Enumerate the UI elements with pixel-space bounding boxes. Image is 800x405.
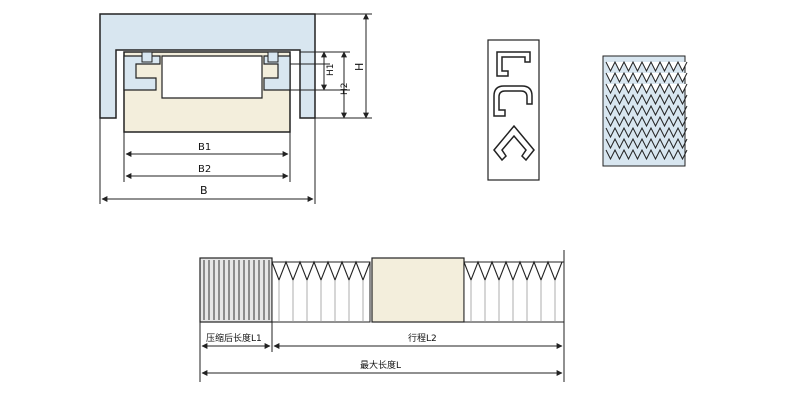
bellows-section-panel <box>602 55 688 167</box>
outer-cover <box>99 13 316 119</box>
zigzag-row <box>605 104 688 117</box>
label-h1: H1 <box>326 64 336 77</box>
label-stroke: 行程L2 <box>408 332 437 344</box>
round-profile-shape <box>493 85 533 117</box>
v-profile-shape <box>493 124 535 162</box>
left-bracket <box>123 55 161 91</box>
zigzag-row <box>605 115 688 128</box>
bellows-long-view: 压缩后长度L1 行程L2 最大长度L <box>199 250 565 382</box>
guide-slot <box>161 55 263 99</box>
pleats-right <box>463 260 563 322</box>
zigzag-row <box>605 93 688 106</box>
zigzag-row <box>605 82 688 95</box>
cross-section-view: H1 H2 H B1 B2 B <box>99 13 372 204</box>
label-b2: B2 <box>198 164 211 175</box>
zigzag-row <box>605 71 688 84</box>
bellows-zigzag-pattern <box>605 60 688 161</box>
label-b: B <box>200 184 208 197</box>
label-h2: H2 <box>340 83 350 96</box>
label-max-length: 最大长度L <box>360 359 401 371</box>
stroke-guide-plate <box>371 257 465 323</box>
zigzag-row <box>605 60 688 73</box>
right-clip <box>267 51 279 63</box>
u-profile-shape <box>496 51 531 77</box>
profile-shapes-panel <box>487 39 540 181</box>
pleats-left <box>271 260 371 322</box>
compressed-bellows <box>199 257 273 323</box>
compressed-pleat-lines <box>203 260 270 320</box>
zigzag-row <box>605 126 688 139</box>
label-b1: B1 <box>198 142 211 153</box>
right-bracket <box>263 55 291 91</box>
label-compressed-length: 压缩后长度L1 <box>206 332 262 344</box>
zigzag-row <box>605 148 688 161</box>
label-h: H <box>353 63 366 71</box>
left-clip <box>141 51 153 63</box>
zigzag-row <box>605 137 688 150</box>
